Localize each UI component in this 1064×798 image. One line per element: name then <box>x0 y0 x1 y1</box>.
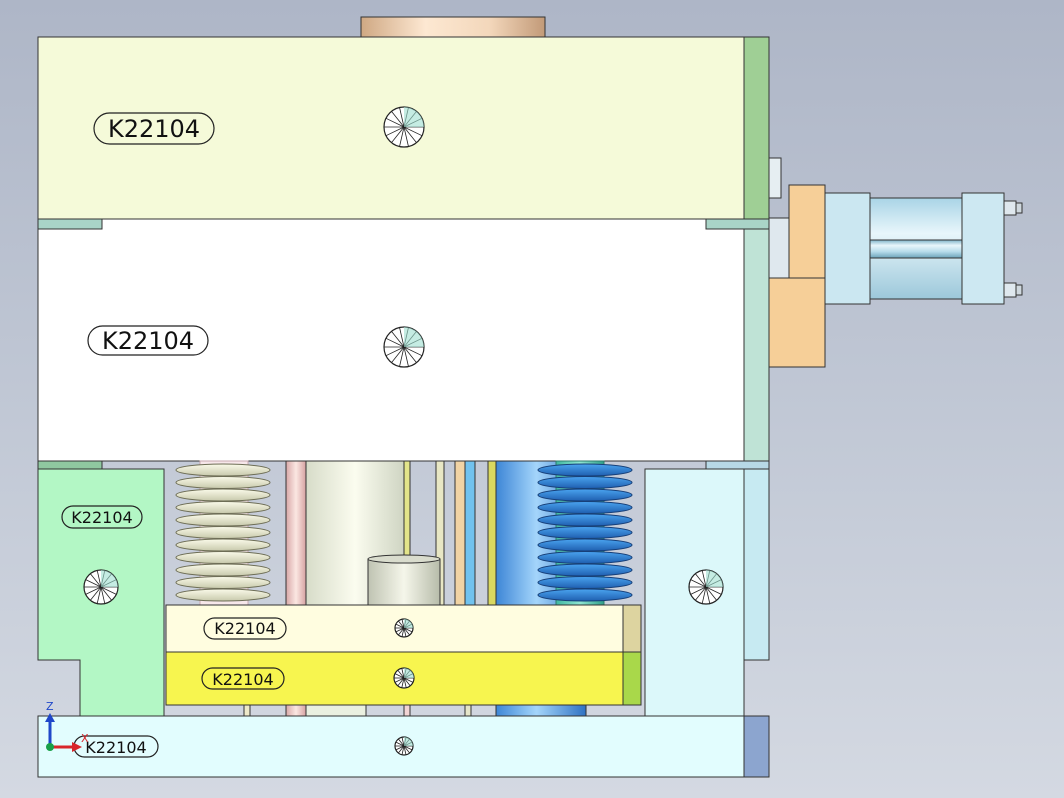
part-number-label: K22104 <box>85 738 146 757</box>
part-tag: K22104 <box>201 667 285 690</box>
base-plate-side-bar <box>743 715 770 778</box>
hole-symbol <box>383 106 425 148</box>
part-number-label: K22104 <box>71 508 132 527</box>
hole-symbol <box>394 618 414 638</box>
part-number-label: K22104 <box>102 327 194 355</box>
hole-symbol <box>688 569 724 605</box>
part-tag: K22104 <box>87 325 209 356</box>
part-number-label: K22104 <box>214 619 275 638</box>
coordinate-triad-icon[interactable]: Z X <box>45 700 89 752</box>
hole-symbol <box>83 569 119 605</box>
x-axis-label: X <box>81 732 89 745</box>
top-plate-side-bar <box>743 36 770 220</box>
coil-spring-left <box>175 460 271 606</box>
bushing <box>367 558 441 606</box>
hole-symbol <box>394 736 414 756</box>
coil-spring-right <box>537 460 633 606</box>
part-tag: K22104 <box>203 617 287 640</box>
cylinder-end-cap <box>961 192 1005 305</box>
part-number-label: K22104 <box>212 670 273 689</box>
top-nozzle-cylinder <box>360 16 546 39</box>
part-tag: K22104 <box>93 112 215 145</box>
middle-plate-side-bar <box>743 218 770 462</box>
hydraulic-cylinder-assembly <box>768 157 1023 368</box>
hole-symbol <box>383 326 425 368</box>
part-number-label: K22104 <box>108 115 200 143</box>
base-plate <box>37 715 745 778</box>
hole-symbol <box>393 667 415 689</box>
part-tag: K22104 <box>61 505 143 529</box>
z-axis-label: Z <box>46 700 54 713</box>
